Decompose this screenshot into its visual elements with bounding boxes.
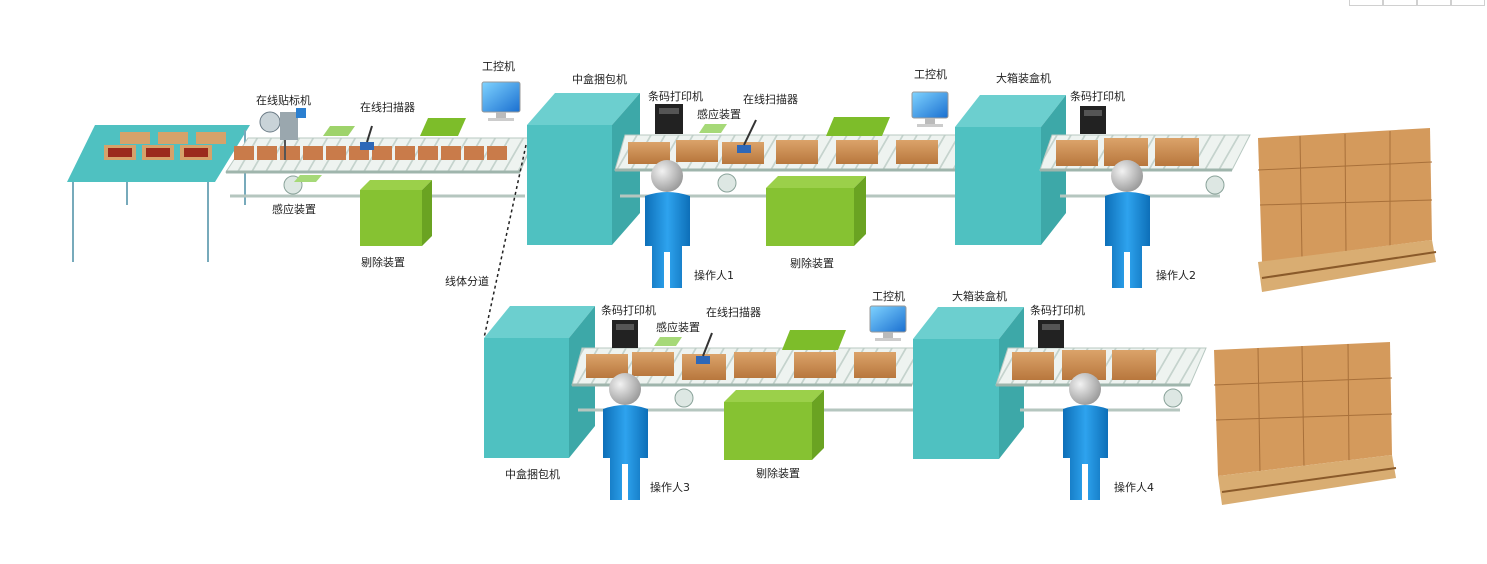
- barcode-printer-4-label: 条码打印机: [1030, 303, 1085, 317]
- barcode-printer-3-icon: [612, 320, 638, 348]
- operator-2-label: 操作人2: [1156, 268, 1196, 282]
- scanner-1: [360, 125, 374, 150]
- reject-box-3: [724, 390, 824, 460]
- labeler-label: 在线贴标机: [256, 93, 311, 107]
- line-split-label: 线体分道: [445, 274, 489, 288]
- sensor-plate: [323, 126, 355, 136]
- pallet-2: [1213, 342, 1397, 505]
- big-boxer-1: [955, 95, 1066, 245]
- scanner-2-label: 在线扫描器: [743, 92, 798, 106]
- ipc-2-icon: [911, 91, 949, 127]
- line-split-path: [483, 144, 527, 339]
- reject-2-label: 剔除装置: [790, 256, 834, 270]
- barcode-printer-3-label: 条码打印机: [601, 303, 656, 317]
- pallet-1: [1257, 128, 1437, 292]
- reject-3-label: 剔除装置: [756, 466, 800, 480]
- barcode-printer-4-icon: [1038, 320, 1064, 348]
- operator-1-figure: [645, 160, 690, 288]
- reject-box-2: [766, 176, 866, 246]
- reject-1-label: 剔除装置: [361, 255, 405, 269]
- sensor-1-label: 感应装置: [272, 202, 316, 216]
- ipc-2-label: 工控机: [914, 67, 947, 81]
- barcode-printer-2-icon: [1080, 106, 1106, 134]
- sensor-3-label: 感应装置: [656, 320, 700, 334]
- big-boxer-2: [913, 307, 1024, 459]
- operator-1-label: 操作人1: [694, 268, 734, 282]
- big-boxer-1-label: 大箱装盒机: [996, 71, 1051, 85]
- infeed-table: [67, 125, 250, 262]
- barcode-printer-2-label: 条码打印机: [1070, 89, 1125, 103]
- reject-lid-3: [782, 330, 846, 350]
- reject-lid-1: [420, 118, 466, 136]
- tray-products: [104, 132, 226, 160]
- operator-2-figure: [1105, 160, 1150, 288]
- sensor-2-label: 感应装置: [697, 107, 741, 121]
- ipc-3-label: 工控机: [872, 289, 905, 303]
- barcode-printer-1-label: 条码打印机: [648, 89, 703, 103]
- sensor-3: [654, 337, 682, 346]
- mid-packer-2-label: 中盒捆包机: [505, 467, 560, 481]
- operator-4-figure: [1063, 373, 1108, 500]
- ipc-3-icon: [869, 305, 907, 341]
- scanner-1-label: 在线扫描器: [360, 100, 415, 114]
- operator-4-label: 操作人4: [1114, 480, 1154, 494]
- corner-grid: [1349, 0, 1485, 6]
- mid-packer-1-label: 中盒捆包机: [572, 72, 627, 86]
- scanner-3-label: 在线扫描器: [706, 305, 761, 319]
- labeler-machine: [259, 108, 306, 160]
- ipc-1-icon: [481, 81, 521, 121]
- cartons-row-3: [586, 352, 896, 380]
- operator-3-label: 操作人3: [650, 480, 690, 494]
- reject-box-1: [360, 180, 432, 246]
- scanner-2: [737, 119, 757, 153]
- barcode-printer-1-icon: [655, 104, 683, 134]
- operator-3-figure: [603, 373, 648, 500]
- big-boxer-2-label: 大箱装盒机: [952, 289, 1007, 303]
- cartons-row-1: [628, 140, 938, 164]
- ipc-1-label: 工控机: [482, 59, 515, 73]
- sensor-1: [294, 175, 322, 182]
- cartons-row-2: [1056, 138, 1199, 166]
- reject-lid-2: [826, 117, 890, 136]
- conveyor-1: [225, 137, 536, 198]
- scanner-3: [696, 332, 713, 364]
- sensor-2: [699, 124, 727, 133]
